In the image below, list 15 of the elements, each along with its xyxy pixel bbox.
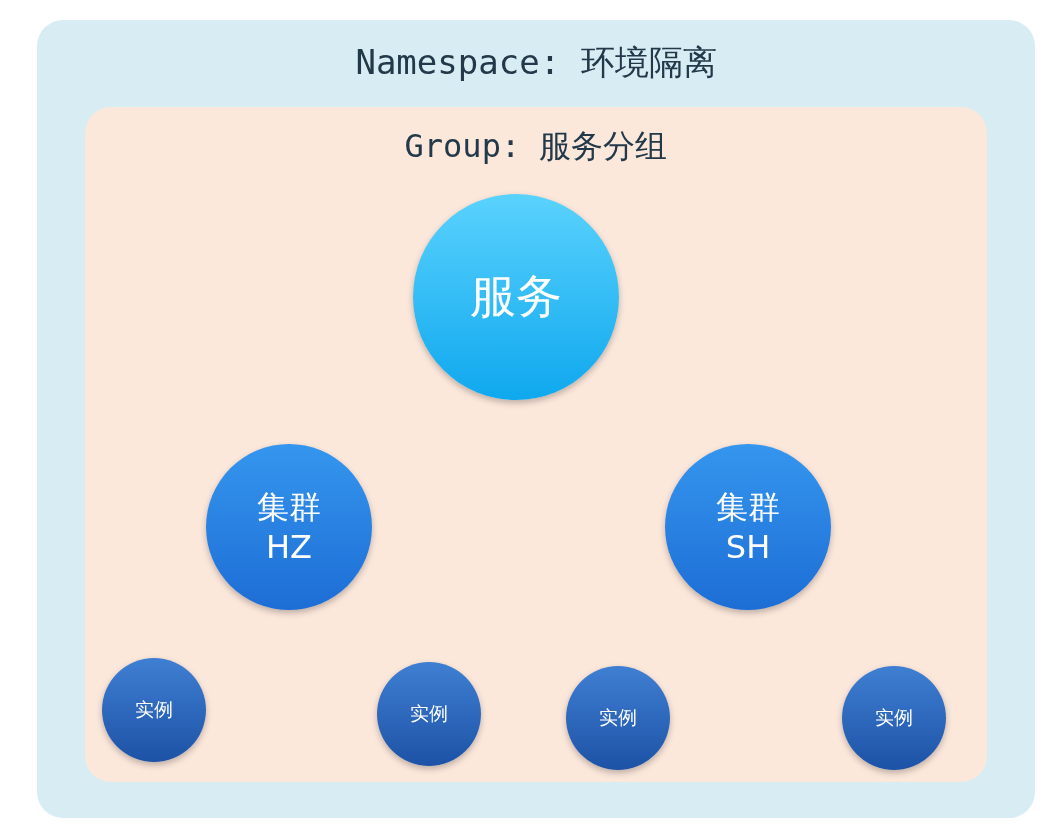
instance-circle xyxy=(102,658,206,762)
panel-title: Namespace: 环境隔离 xyxy=(354,41,718,84)
circle-label: 实例 xyxy=(409,702,449,726)
circle-label: 集群 SH xyxy=(715,487,781,567)
panel-title: Group: 服务分组 xyxy=(403,126,669,167)
circle-label: 服务 xyxy=(469,268,563,326)
group-panel xyxy=(85,107,987,782)
instance-circle xyxy=(842,666,946,770)
instance-circle xyxy=(377,662,481,766)
namespace-panel xyxy=(37,20,1035,818)
circle-label: 集群 HZ xyxy=(256,487,322,567)
circle-label: 实例 xyxy=(598,706,638,730)
instance-circle xyxy=(566,666,670,770)
circle-label: 实例 xyxy=(874,706,914,730)
circle-label: 实例 xyxy=(134,698,174,722)
